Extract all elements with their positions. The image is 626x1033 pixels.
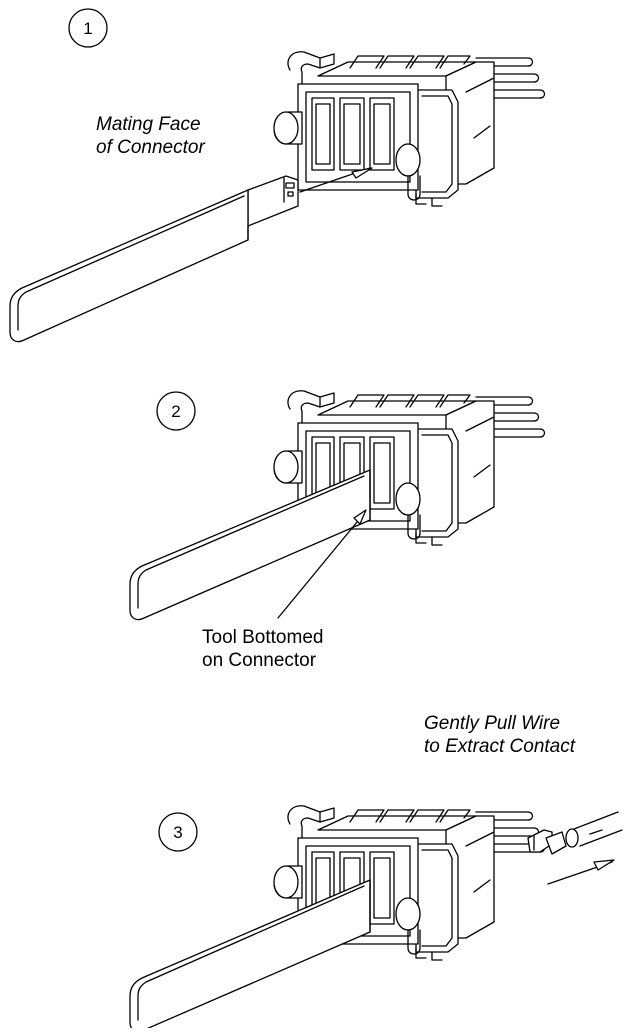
pull-arrow: [547, 859, 615, 885]
gently-pull-label: Gently Pull Wire to Extract Contact: [424, 712, 575, 758]
svg-text:3: 3: [173, 823, 182, 842]
step-1-badge: 1: [68, 8, 108, 48]
extraction-tool-1: [9, 175, 299, 343]
connector-drawing-1: [273, 51, 546, 207]
step-3-group: 3: [129, 805, 623, 1033]
tool-bottomed-label-line1: Tool Bottomed: [202, 627, 324, 648]
svg-text:1: 1: [83, 19, 92, 38]
extracted-contact: [527, 811, 623, 855]
step-3-badge: 3: [158, 812, 198, 852]
extraction-tool-3: [129, 879, 371, 1033]
tool-bottomed-label: Tool Bottomed on Connector: [202, 626, 323, 672]
gently-pull-label-line1: Gently Pull Wire: [424, 713, 561, 734]
mating-face-label-line1: Mating Face: [96, 114, 201, 135]
svg-text:2: 2: [171, 402, 180, 421]
step-1-group: 1: [9, 8, 546, 343]
gently-pull-label-line2: to Extract Contact: [424, 736, 576, 757]
mating-face-label-line2: of Connector: [96, 137, 205, 158]
insertion-arrow: [299, 167, 373, 193]
step-2-group: 2: [129, 390, 546, 621]
tool-bottomed-label-line2: on Connector: [202, 650, 317, 671]
step-2-badge: 2: [156, 391, 196, 431]
mating-face-label: Mating Face of Connector: [96, 113, 205, 159]
extraction-tool-2: [129, 469, 371, 621]
tool-bottomed-leader: [277, 509, 367, 619]
